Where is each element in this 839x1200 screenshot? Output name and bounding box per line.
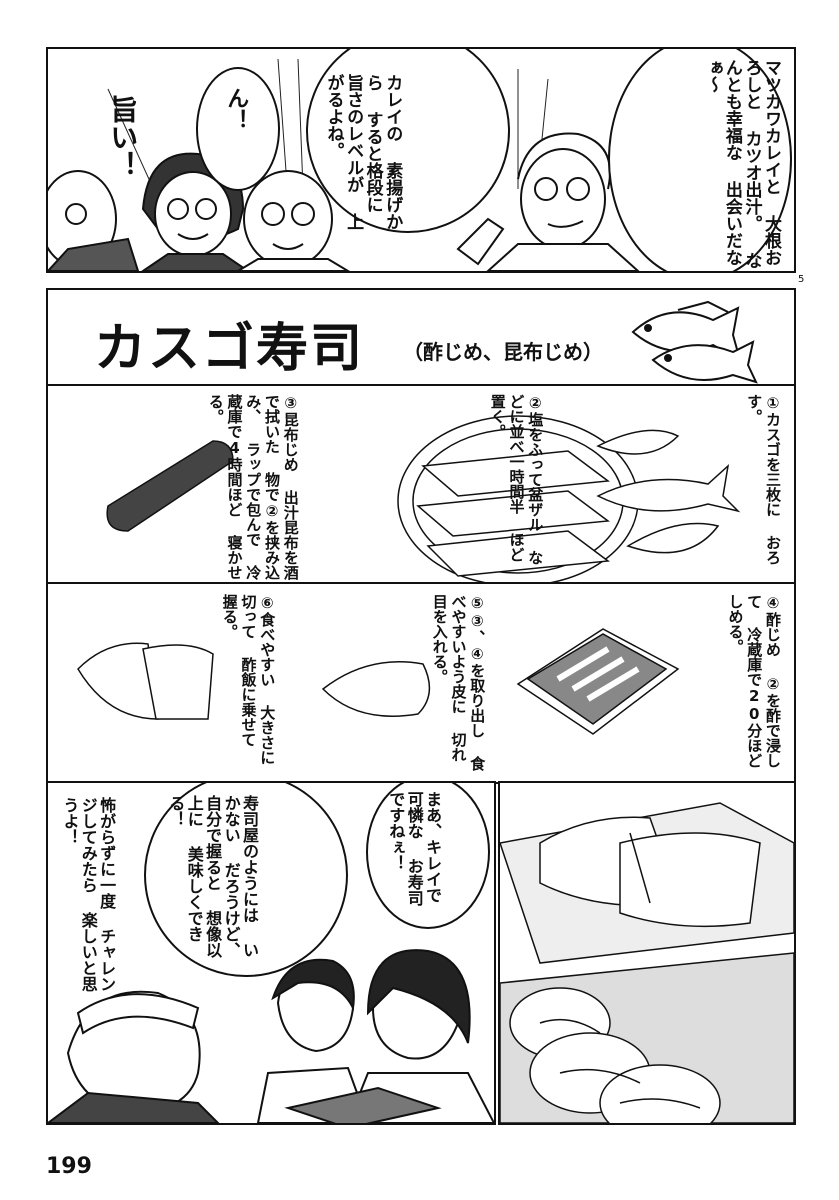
line: カツオ出汁。 xyxy=(741,130,762,232)
step-heading: 昆布じめ xyxy=(281,412,300,472)
recipe-subtitle: （酢じめ、昆布じめ） xyxy=(403,340,603,364)
speech-bubble-sushiya xyxy=(144,783,348,977)
panel-1-dining-scene: マツカワカレイと 大根おろしと カツオ出汁。 なんとも幸福な 出会いだなぁ〜 カ… xyxy=(46,47,796,273)
step-number: ④ xyxy=(764,594,782,612)
sushi-illustration xyxy=(500,802,794,1123)
step-4: ④酢じめ ②を酢で浸して 冷蔵庫で20分ほど しめる。 xyxy=(726,594,783,774)
line: すると格段に xyxy=(362,111,383,213)
characters-illustration xyxy=(48,949,494,1123)
step-3: ③昆布じめ 出汁昆布を酒で拭いた 物で②を挟み込み、 ラップで包んで 冷蔵庫で4… xyxy=(206,394,300,580)
step-line: しめる。 xyxy=(726,594,745,654)
step-6: ⑥食べやすい 大きさに切って 酢飯に乗せて 握る。 xyxy=(220,594,277,774)
step-line: ラップで包んで xyxy=(244,442,263,547)
speech-bubble-kirei xyxy=(366,783,490,929)
panel-5-sushi-closeup xyxy=(498,781,796,1125)
step-line: などに並べ一時間半 xyxy=(507,394,545,565)
step-number: ② xyxy=(526,394,545,412)
recipe-title-panel: カスゴ寿司 （酢じめ、昆布じめ） xyxy=(46,288,796,388)
step-line: カスゴを三枚に xyxy=(764,412,782,517)
step-line: 寝かせる。 xyxy=(206,394,244,580)
step-line: 冷蔵庫で4時間ほど xyxy=(225,394,263,580)
line: 自分で握ると xyxy=(203,795,223,891)
step-line: 食べやすい xyxy=(258,612,277,687)
step-line: 食べやすいよう皮に xyxy=(449,594,487,771)
recipe-steps-row-2: ④酢じめ ②を酢で浸して 冷蔵庫で20分ほど しめる。 ⑤③、④を取り出し 食べ… xyxy=(46,582,796,784)
recipe-title: カスゴ寿司 xyxy=(94,319,365,379)
line: チャレンジしてみたら xyxy=(78,797,117,992)
line: 上がるよね。 xyxy=(323,74,364,230)
step-line: 握る。 xyxy=(220,594,239,639)
line: 可憐な xyxy=(404,791,424,839)
step-line: ③、④を取り出し xyxy=(468,612,487,738)
exclamation-umai: 旨い！ xyxy=(106,95,140,179)
speech-bubble-karei xyxy=(306,49,510,233)
step-5: ⑤③、④を取り出し 食べやすいよう皮に 切れ目を入れる。 xyxy=(430,594,487,774)
line: 美味しくできる！ xyxy=(166,795,204,942)
line: 旨さのレベルが xyxy=(343,74,364,193)
step-2: ②塩をふって盆ザル などに並べ一時間半 ほど置く。 xyxy=(488,394,545,574)
line: マツカワカレイと xyxy=(761,59,781,195)
panel-4-conversation: まあ、キレイで 可憐な お寿司 ですねぇ！ 寿司屋のようには いかない だろうけ… xyxy=(46,781,496,1125)
step-line: 切れ目を入れる。 xyxy=(430,594,468,762)
page-number: 199 xyxy=(46,1154,92,1179)
line: カレイの xyxy=(382,74,403,142)
step-1: ①カスゴを三枚に おろす。 xyxy=(745,394,782,574)
diners-illustration xyxy=(48,58,640,271)
step-number: ③ xyxy=(281,394,300,412)
line: 寿司屋のようには xyxy=(239,795,259,923)
step-line: 大きさに切って xyxy=(239,594,277,765)
line: 大根おろしと xyxy=(741,59,781,266)
bubble-text-kowagarazu: 怖がらずに一度 チャレンジしてみたら 楽しいと思うよ！ xyxy=(60,797,117,997)
line: だろうけど、 xyxy=(221,862,241,958)
bubble-text-karei: カレイの 素揚げから すると格段に 旨さのレベルが 上がるよね。 xyxy=(323,74,403,244)
step-number: ① xyxy=(764,394,782,412)
speech-bubble-n xyxy=(196,67,280,191)
step-heading: 酢じめ xyxy=(764,612,782,657)
speech-bubble-matsukawa xyxy=(608,49,792,271)
step-illustrations-1 xyxy=(106,415,741,584)
line: 怖がらずに一度 xyxy=(97,797,117,909)
line: いかない xyxy=(221,795,259,958)
bubble-text-kirei: まあ、キレイで 可憐な お寿司 ですねぇ！ xyxy=(386,791,443,931)
bubble-text-matsukawa: マツカワカレイと 大根おろしと カツオ出汁。 なんとも幸福な 出会いだなぁ〜 xyxy=(702,59,781,269)
step-line: 出汁昆布を酒で拭いた xyxy=(263,394,300,580)
line: まあ、キレイで xyxy=(423,791,443,903)
bubble-text-n: ん！ xyxy=(223,87,249,131)
step-line: 冷蔵庫で20分ほど xyxy=(745,627,764,768)
line: なんとも幸福な xyxy=(721,59,762,269)
line: 出会いだなぁ〜 xyxy=(702,59,742,266)
step-illustrations-2 xyxy=(77,628,680,735)
step-line: ②を酢で浸して xyxy=(745,594,782,768)
step-number: ⑤ xyxy=(468,594,487,612)
step-line: おろす。 xyxy=(745,394,782,565)
step-line: 塩をふって盆ザル xyxy=(526,412,545,532)
recipe-steps-row-1: ①カスゴを三枚に おろす。 ②塩をふって盆ザル などに並べ一時間半 ほど置く。 … xyxy=(46,384,796,586)
step-line: 物で②を挟み込み、 xyxy=(244,394,281,580)
line: 楽しいと思うよ！ xyxy=(60,797,98,992)
line: ですねぇ！ xyxy=(386,791,406,871)
line: 想像以上に xyxy=(184,795,223,958)
fish-icon xyxy=(631,300,758,384)
line: 素揚げから xyxy=(362,74,403,230)
line: お寿司 xyxy=(404,858,424,906)
step-line: ほど置く。 xyxy=(488,394,526,562)
step-number: ⑥ xyxy=(258,594,277,612)
page-mark: 5 xyxy=(798,274,805,285)
bubble-text-sushiya: 寿司屋のようには いかない だろうけど、 自分で握ると 想像以上に 美味しくでき… xyxy=(166,795,259,965)
step-line: 酢飯に乗せて xyxy=(239,657,258,747)
